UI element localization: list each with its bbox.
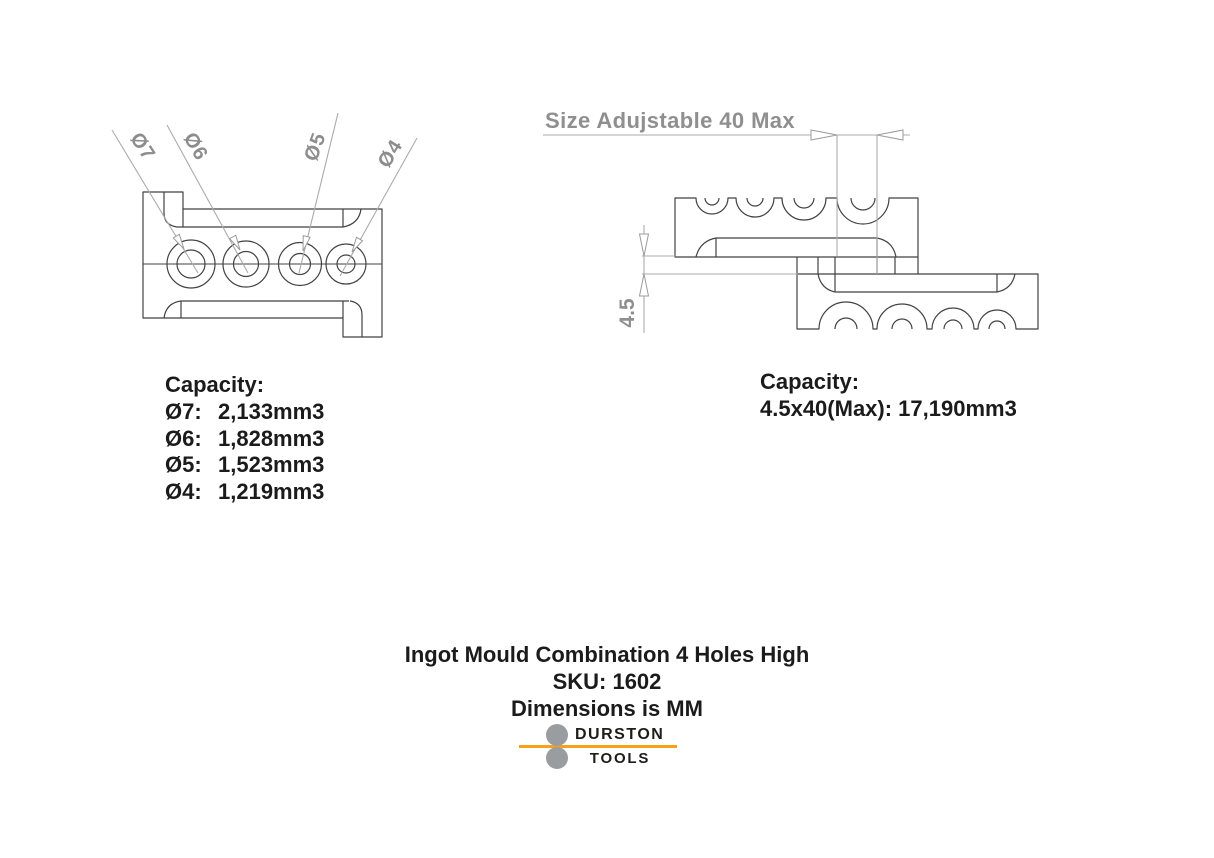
capacity-row-label: Ø7:: [165, 398, 202, 424]
durston-tools-logo: DURSTON TOOLS: [519, 722, 681, 774]
capacity-row-value: 1,219mm3: [218, 479, 325, 505]
capacity-row-value: 1,523mm3: [218, 452, 325, 478]
capacity-row-label: Ø5:: [165, 452, 202, 478]
capacity-list-right: Capacity: 4.5x40(Max): 17,190mm3: [760, 368, 1017, 422]
capacity-left-heading: Capacity:: [165, 372, 265, 397]
logo-roll-icon: [546, 724, 568, 746]
right-view-side-drawing: [674, 197, 1039, 330]
offset-dimension-label: 4.5: [616, 298, 639, 328]
capacity-row-label: Ø4:: [165, 479, 202, 505]
capacity-row-value: 1,828mm3: [218, 425, 325, 451]
capacity-right-value: 4.5x40(Max): 17,190mm3: [760, 396, 1017, 421]
capacity-row: Ø4: 1,219mm3: [165, 479, 324, 506]
left-view-leader-lines: [111, 112, 418, 277]
logo-brand-sub: TOOLS: [589, 750, 651, 767]
size-adjustable-label: Size Adujstable 40 Max: [545, 108, 796, 133]
capacity-right-heading: Capacity:: [760, 369, 860, 394]
product-title: Ingot Mould Combination 4 Holes High: [404, 642, 810, 667]
left-view-top-drawing: [142, 191, 383, 338]
product-sku: SKU: 1602: [552, 669, 662, 694]
capacity-list-left: Capacity: Ø7: 2,133mm3 Ø6: 1,828mm3 Ø5: …: [165, 372, 324, 506]
logo-roll-icon: [546, 747, 568, 769]
logo-orange-bar: [519, 745, 677, 748]
capacity-row-label: Ø6:: [165, 425, 202, 451]
capacity-row: Ø5: 1,523mm3: [165, 452, 324, 479]
capacity-row: Ø6: 1,828mm3: [165, 426, 324, 453]
capacity-row-value: 2,133mm3: [218, 398, 325, 424]
product-info: Ingot Mould Combination 4 Holes High SKU…: [0, 641, 1214, 722]
capacity-row: Ø7: 2,133mm3: [165, 399, 324, 426]
right-view-dimensions: [543, 129, 910, 333]
dimensions-note: Dimensions is MM: [511, 696, 703, 721]
logo-brand-name: DURSTON: [575, 726, 665, 743]
